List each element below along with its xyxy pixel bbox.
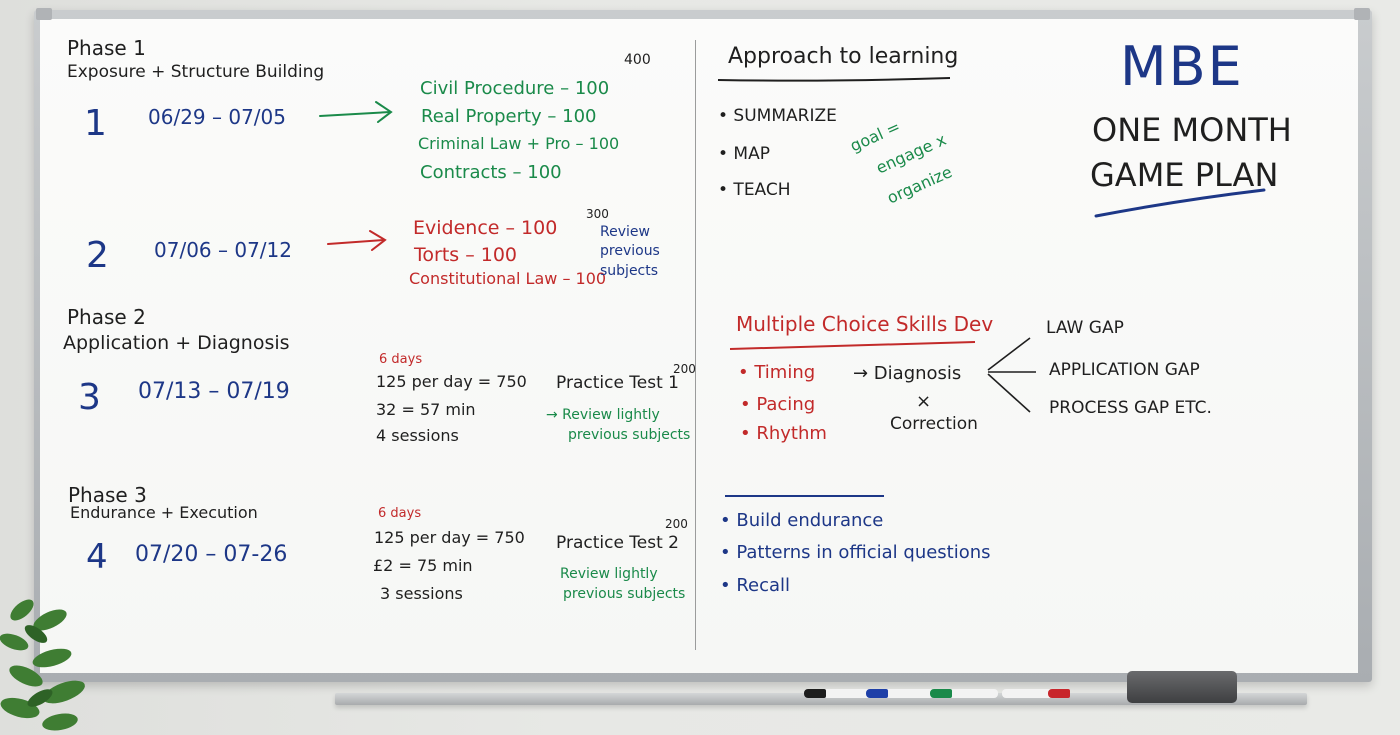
whiteboard-surface xyxy=(40,19,1358,673)
gap-item: APPLICATION GAP xyxy=(1049,360,1200,380)
frame-corner xyxy=(36,8,52,20)
week1-subject: Criminal Law + Pro – 100 xyxy=(418,134,620,153)
week3-review: previous subjects xyxy=(568,427,691,443)
week1-dates: 06/29 – 07/05 xyxy=(148,105,286,129)
approach-item: • MAP xyxy=(718,144,770,164)
week2-review: subjects xyxy=(600,263,659,279)
phase3-subtitle: Endurance + Execution xyxy=(70,503,258,522)
practice-test-2: Practice Test 2 xyxy=(556,533,680,553)
gap-item: LAW GAP xyxy=(1046,318,1124,338)
diagnosis-label: → Diagnosis xyxy=(853,363,962,384)
week4-line: £2 = 75 min xyxy=(373,556,473,575)
week3-dates: 07/13 – 07/19 xyxy=(138,379,290,404)
week2-subject: Constitutional Law – 100 xyxy=(409,269,607,288)
mc-skill-item: • Timing xyxy=(738,362,816,383)
week4-number: 4 xyxy=(86,537,108,577)
week4-review: previous subjects xyxy=(563,586,686,602)
correction-label: Correction xyxy=(890,414,978,434)
endurance-item: • Build endurance xyxy=(720,510,884,531)
phase1-total: 400 xyxy=(624,52,651,68)
phase2-subtitle: Application + Diagnosis xyxy=(63,332,290,354)
week2-number: 2 xyxy=(86,235,109,276)
phase3-title: Phase 3 xyxy=(68,483,147,507)
phase1-subtitle: Exposure + Structure Building xyxy=(67,62,325,82)
week1-subject: Real Property – 100 xyxy=(421,106,597,127)
week3-line: 4 sessions xyxy=(376,426,459,445)
game-plan-line: GAME PLAN xyxy=(1090,156,1279,194)
blue-marker[interactable] xyxy=(866,689,934,698)
board-divider-line xyxy=(695,40,696,650)
practice-test-1-score: 200 xyxy=(673,362,696,376)
week3-line: 32 = 57 min xyxy=(376,400,476,419)
week1-number: 1 xyxy=(84,103,107,144)
week1-subject: Contracts – 100 xyxy=(420,162,562,183)
week3-review: → Review lightly xyxy=(546,407,660,423)
gap-item: PROCESS GAP ETC. xyxy=(1049,398,1212,418)
week4-review: Review lightly xyxy=(560,566,658,582)
week2-subject: Evidence – 100 xyxy=(413,217,558,239)
green-marker[interactable] xyxy=(930,689,998,698)
endurance-item: • Patterns in official questions xyxy=(720,542,991,563)
phase1-title: Phase 1 xyxy=(67,36,146,60)
mc-skills-title: Multiple Choice Skills Dev xyxy=(736,312,994,336)
week3-days: 6 days xyxy=(379,352,423,367)
week2-subject: Torts – 100 xyxy=(414,244,518,266)
week3-number: 3 xyxy=(78,377,101,418)
red-marker[interactable] xyxy=(1002,689,1070,698)
week4-line: 125 per day = 750 xyxy=(374,528,525,547)
week3-line: 125 per day = 750 xyxy=(376,372,527,391)
week2-review: previous xyxy=(600,243,660,259)
week1-subject: Civil Procedure – 100 xyxy=(420,78,610,99)
game-plan-line: ONE MONTH xyxy=(1092,111,1292,149)
mc-skill-item: • Rhythm xyxy=(740,423,827,444)
week4-line: 3 sessions xyxy=(380,584,463,603)
frame-corner xyxy=(1354,8,1370,20)
week2-total: 300 xyxy=(586,207,609,221)
black-marker[interactable] xyxy=(804,689,872,698)
plant-icon xyxy=(0,599,85,731)
approach-item: • TEACH xyxy=(718,180,791,200)
whiteboard-eraser[interactable] xyxy=(1127,671,1237,703)
week2-dates: 07/06 – 07/12 xyxy=(154,238,292,262)
endurance-item: • Recall xyxy=(720,575,791,596)
week4-days: 6 days xyxy=(378,506,422,521)
week4-dates: 07/20 – 07-26 xyxy=(135,542,288,567)
approach-title: Approach to learning xyxy=(728,44,959,69)
week2-review: Review xyxy=(600,224,650,240)
times-symbol: × xyxy=(916,391,932,412)
approach-item: • SUMMARIZE xyxy=(718,106,837,126)
practice-test-1: Practice Test 1 xyxy=(556,373,680,393)
phase2-title: Phase 2 xyxy=(67,305,146,329)
mbe-title: MBE xyxy=(1120,35,1244,98)
practice-test-2-score: 200 xyxy=(665,517,688,531)
mc-skill-item: • Pacing xyxy=(740,394,816,415)
